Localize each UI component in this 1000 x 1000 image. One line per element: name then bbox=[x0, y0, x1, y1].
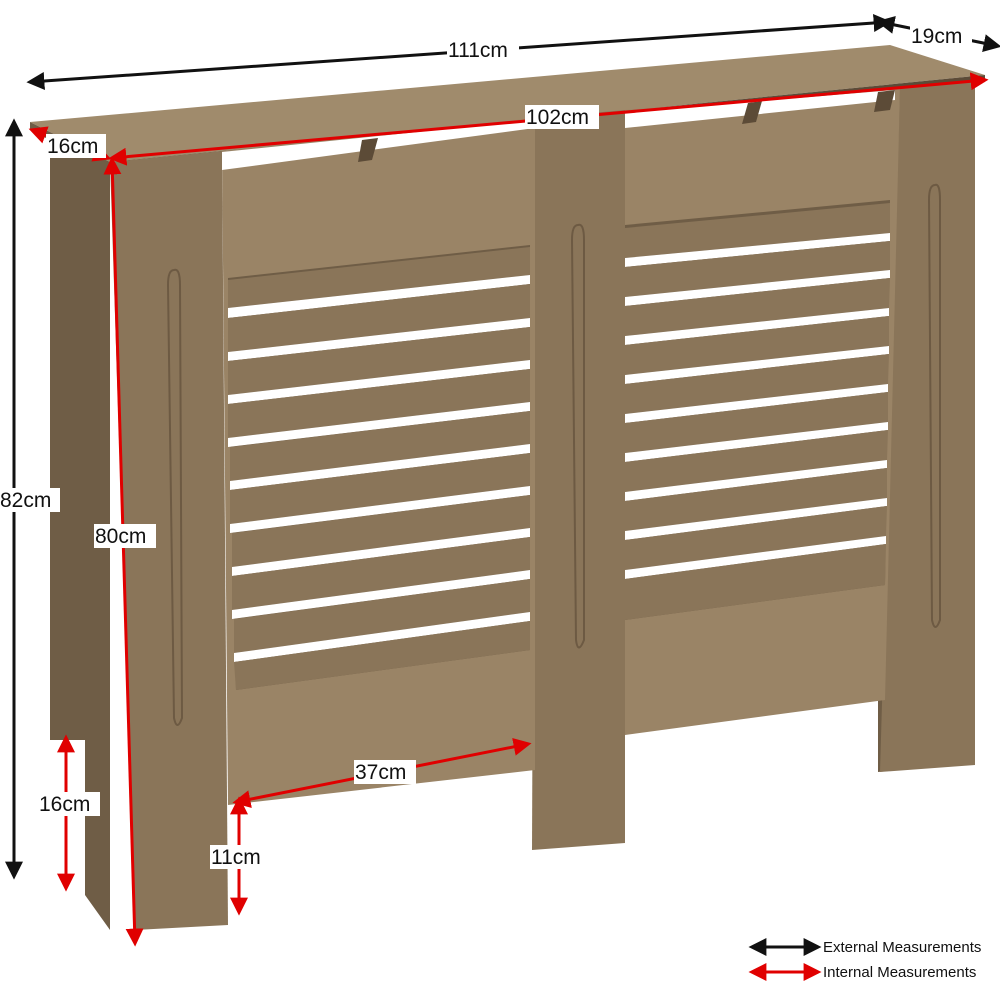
internal-width-label: 102cm bbox=[526, 106, 589, 129]
radiator-cover-illustration bbox=[30, 45, 985, 930]
side-depth-label: 16cm bbox=[47, 135, 98, 158]
middle-post-groove bbox=[570, 223, 585, 649]
middle-post bbox=[532, 110, 625, 850]
left-slats bbox=[228, 247, 530, 690]
right-post-groove bbox=[927, 183, 941, 628]
overall-height-label: 82cm bbox=[0, 489, 51, 512]
legend: External Measurements Internal Measureme… bbox=[748, 938, 981, 981]
internal-height-label: 80cm bbox=[95, 525, 146, 548]
left-post-groove bbox=[166, 268, 184, 726]
right-front-post bbox=[880, 82, 975, 772]
opening-width-label: 37cm bbox=[355, 761, 406, 784]
opening-height-label: 11cm bbox=[211, 846, 261, 869]
depth-label: 19cm bbox=[911, 25, 962, 48]
legend-external-label: External Measurements bbox=[823, 939, 981, 956]
overall-width-label: 111cm bbox=[448, 39, 508, 62]
internal-height-arrow bbox=[103, 156, 144, 947]
skirting-height-label: 16cm bbox=[39, 793, 90, 816]
right-slats bbox=[625, 203, 890, 620]
dimension-labels: 111cm 19cm 102cm 16cm 82cm 80cm 16cm 11c… bbox=[0, 24, 972, 869]
legend-internal-label: Internal Measurements bbox=[823, 964, 976, 981]
